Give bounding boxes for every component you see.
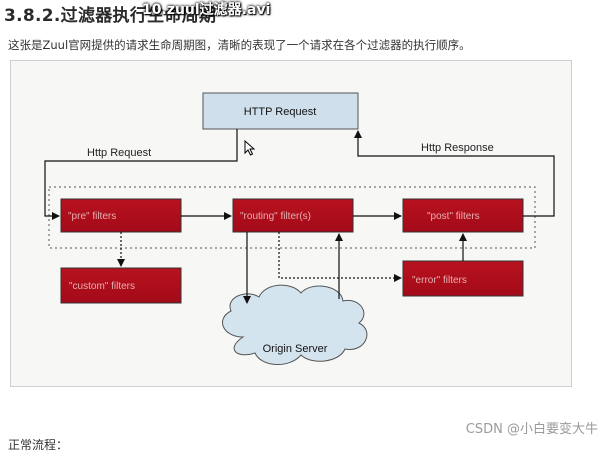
- request-edge: [44, 129, 238, 220]
- mouse-cursor-icon: [244, 139, 256, 161]
- error-filters-node: "error" filters: [402, 260, 524, 297]
- request-lifecycle-diagram: HTTP Request "pre" filters "routing" fil…: [10, 60, 572, 387]
- pre-filters-label: "pre" filters: [68, 211, 116, 222]
- routing-filters-label: "routing" filter(s): [240, 211, 311, 222]
- custom-filters-node: "custom" filters: [60, 267, 182, 304]
- custom-filters-label: "custom" filters: [69, 281, 135, 292]
- video-title-overlay: 10.zuul过滤器.avi: [142, 2, 271, 18]
- http-request-node: HTTP Request: [202, 92, 359, 130]
- filter-chain-container: [48, 186, 536, 249]
- pre-filters-node: "pre" filters: [60, 198, 182, 233]
- origin-server-cloud: Origin Server: [222, 284, 368, 365]
- origin-server-label: Origin Server: [263, 343, 328, 355]
- post-filters-label: "post" filters: [427, 211, 480, 222]
- routing-filters-node: "routing" filter(s): [232, 198, 354, 233]
- intro-paragraph: 这张是Zuul官网提供的请求生命周期图，清晰的表现了一个请求在各个过滤器的执行顺…: [8, 38, 471, 52]
- error-filters-label: "error" filters: [412, 275, 467, 286]
- section-heading: 3.8.2.过滤器执行生命周期: [4, 6, 217, 26]
- response-edge-label: Http Response: [421, 142, 494, 154]
- http-request-label: HTTP Request: [244, 106, 317, 118]
- csdn-watermark: CSDN @小白要变大牛: [465, 422, 598, 437]
- request-edge-label: Http Request: [87, 147, 151, 159]
- response-edge: [354, 130, 555, 217]
- post-filters-node: "post" filters: [402, 198, 524, 233]
- routing-to-error-edge: [278, 232, 402, 282]
